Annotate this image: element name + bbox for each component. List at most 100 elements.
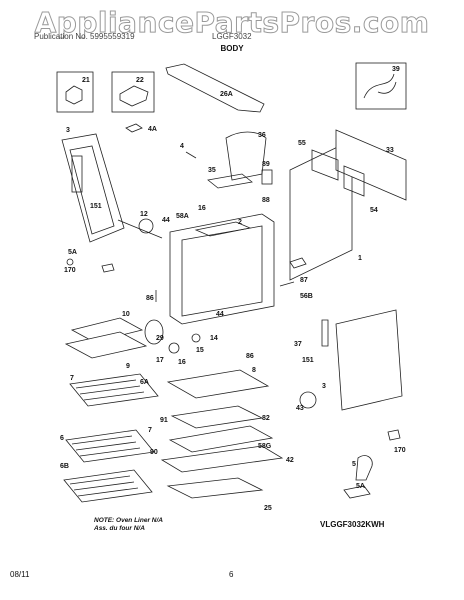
part-82-baffle: [170, 405, 264, 429]
part-170-bracket: [387, 429, 401, 441]
part-56b-bracket: [279, 281, 295, 287]
part-36-duct: [225, 131, 267, 181]
part-54-cover: [343, 165, 365, 197]
label-91: 91: [160, 417, 168, 424]
label-58a: 58A: [176, 213, 189, 220]
part-21-bracket: [65, 85, 83, 105]
label-87: 87: [300, 277, 308, 284]
label-86-left: 86: [146, 295, 154, 302]
part-4-screw: [185, 151, 197, 159]
label-44-top: 44: [162, 217, 170, 224]
label-16-lower: 16: [178, 359, 186, 366]
part-6b-rack-bars: [69, 475, 139, 497]
label-4a: 4A: [148, 126, 157, 133]
label-88: 88: [262, 197, 270, 204]
part-89-block: [261, 169, 273, 185]
part-25-shield: [166, 477, 264, 499]
part-5-leg: [355, 455, 373, 481]
part-39-box: [355, 62, 407, 110]
label-7-top: 7: [70, 375, 74, 382]
label-6a: 6A: [140, 379, 149, 386]
label-12: 12: [140, 211, 148, 218]
part-6-rack: [65, 429, 155, 463]
label-25: 25: [264, 505, 272, 512]
label-37: 37: [294, 341, 302, 348]
label-43: 43: [296, 405, 304, 412]
part-35-plate: [207, 173, 253, 189]
label-35: 35: [208, 167, 216, 174]
section-title: BODY: [220, 44, 244, 53]
label-170-right: 170: [394, 447, 406, 454]
part-3-side-panel: [61, 133, 125, 243]
part-6-rack-bars: [71, 435, 141, 457]
label-36: 36: [258, 132, 266, 139]
label-5: 5: [352, 461, 356, 468]
label-3-right: 3: [322, 383, 326, 390]
part-3-right-panel: [335, 309, 403, 411]
label-86-right: 86: [246, 353, 254, 360]
label-82: 82: [262, 415, 270, 422]
label-151-right: 151: [302, 357, 314, 364]
label-7-lower: 7: [148, 427, 152, 434]
label-6b: 6B: [60, 463, 69, 470]
part-8-oven-bottom: [166, 369, 270, 399]
part-12-line: [117, 219, 163, 239]
part-14-socket: [191, 333, 201, 343]
label-21: 21: [82, 77, 90, 84]
label-55: 55: [298, 140, 306, 147]
part-170-leveler: [101, 263, 115, 273]
label-8: 8: [252, 367, 256, 374]
part-5a-foot: [343, 485, 371, 499]
label-6: 6: [60, 435, 64, 442]
oven-liner-note: NOTE: Oven Liner N/A Ass. du four N/A: [94, 517, 163, 533]
part-55-cover: [311, 149, 339, 181]
part-10-broiler-insert: [70, 317, 144, 343]
part-6b-rack: [63, 469, 153, 503]
part-6a-rack: [69, 373, 159, 407]
label-33: 33: [386, 147, 394, 154]
label-16-top: 16: [198, 205, 206, 212]
part-33-panel: [335, 129, 407, 201]
label-170-left: 170: [64, 267, 76, 274]
label-4: 4: [180, 143, 184, 150]
label-56b: 56B: [300, 293, 313, 300]
label-10: 10: [122, 311, 130, 318]
label-29: 29: [156, 335, 164, 342]
part-39-harness: [363, 73, 397, 99]
part-29-cover: [144, 319, 164, 345]
label-9: 9: [126, 363, 130, 370]
label-90: 90: [150, 449, 158, 456]
part-3-inner: [69, 145, 115, 235]
label-22: 22: [136, 77, 144, 84]
label-44-lower: 44: [216, 311, 224, 318]
label-89: 89: [262, 161, 270, 168]
label-15: 15: [196, 347, 204, 354]
note-line-2: Ass. du four N/A: [94, 525, 145, 532]
note-line-1: NOTE: Oven Liner N/A: [94, 517, 163, 524]
label-1: 1: [358, 255, 362, 262]
label-2: 2: [238, 219, 242, 226]
label-5a-right: 5A: [356, 483, 365, 490]
part-43-bolt: [299, 391, 317, 409]
label-42: 42: [286, 457, 294, 464]
part-12-valve: [138, 218, 154, 234]
part-151-insulation: [71, 155, 83, 193]
part-9-broiler-pan: [64, 331, 148, 359]
oven-body: [169, 213, 275, 325]
part-58a-burner: [194, 221, 252, 237]
part-6a-rack-bars: [75, 379, 145, 401]
part-42-tray: [160, 445, 284, 473]
model-header: LGGF3032: [212, 32, 252, 41]
part-26a-rail: [165, 63, 265, 113]
publication-number: Publication No. 5995559319: [34, 32, 135, 41]
part-22-bracket: [119, 85, 149, 107]
label-54: 54: [370, 207, 378, 214]
label-151-left: 151: [90, 203, 102, 210]
footer-date: 08/11: [10, 570, 30, 579]
part-5a-screw: [66, 258, 74, 266]
model-code: VLGGF3032KWH: [320, 520, 385, 529]
part-4a-clip: [125, 123, 143, 133]
footer-page-number: 6: [229, 570, 234, 579]
label-5a-left: 5A: [68, 249, 77, 256]
part-21-box: [56, 71, 94, 113]
